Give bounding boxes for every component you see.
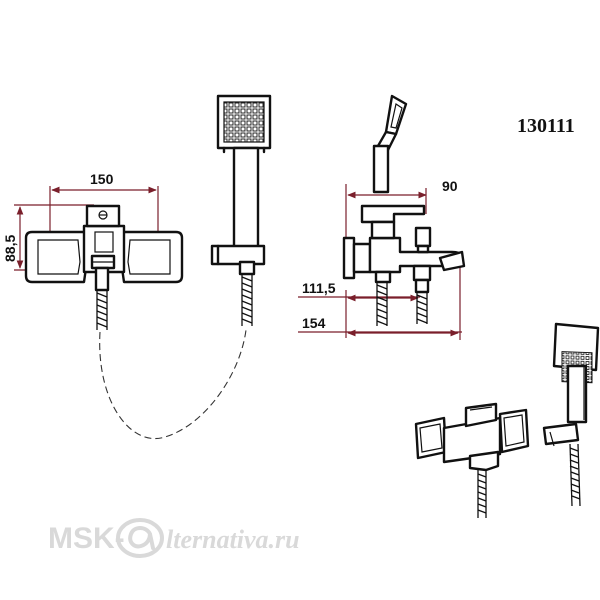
depth-dimension-label: 90 bbox=[442, 178, 458, 194]
outlet-dimension-label: 111,5 bbox=[302, 280, 336, 296]
depth-dimension: 90 bbox=[345, 178, 458, 238]
side-supply-hose-left bbox=[376, 282, 388, 326]
perspective-hose-right bbox=[569, 443, 581, 507]
hand-shower-front bbox=[216, 94, 272, 252]
outlet-dimension: 111,5 bbox=[298, 280, 420, 338]
height-dimension-label: 88,5 bbox=[2, 235, 18, 262]
side-lever-handle bbox=[360, 204, 426, 224]
perspective-hose-left bbox=[477, 470, 487, 518]
watermark-script: lternativa.ru bbox=[166, 525, 300, 554]
hose-front bbox=[96, 290, 108, 330]
hose-shower bbox=[241, 274, 253, 326]
left-escutcheon bbox=[24, 230, 88, 284]
lever-handle bbox=[85, 204, 121, 228]
hose-path-dashed bbox=[99, 329, 247, 440]
right-escutcheon bbox=[120, 230, 184, 284]
width-dimension-label: 150 bbox=[90, 171, 114, 187]
side-supply-hose-right bbox=[416, 292, 428, 324]
side-view: 90 111,5 154 bbox=[298, 94, 466, 340]
front-view: 150 88,5 bbox=[2, 94, 272, 440]
watermark-at-symbol bbox=[116, 518, 164, 558]
diverter-knob bbox=[414, 226, 432, 248]
spout-dimension-label: 154 bbox=[302, 315, 326, 331]
watermark: MSK- lternativa.ru bbox=[48, 518, 300, 558]
watermark-prefix: MSK- bbox=[48, 522, 125, 555]
perspective-view bbox=[414, 322, 600, 518]
product-code: 130111 bbox=[517, 115, 575, 137]
spout-dimension: 154 bbox=[298, 262, 462, 340]
wall-bracket bbox=[210, 244, 266, 276]
side-wall-plate bbox=[342, 236, 356, 280]
width-dimension: 150 bbox=[49, 171, 159, 238]
hand-shower-side bbox=[372, 94, 408, 194]
